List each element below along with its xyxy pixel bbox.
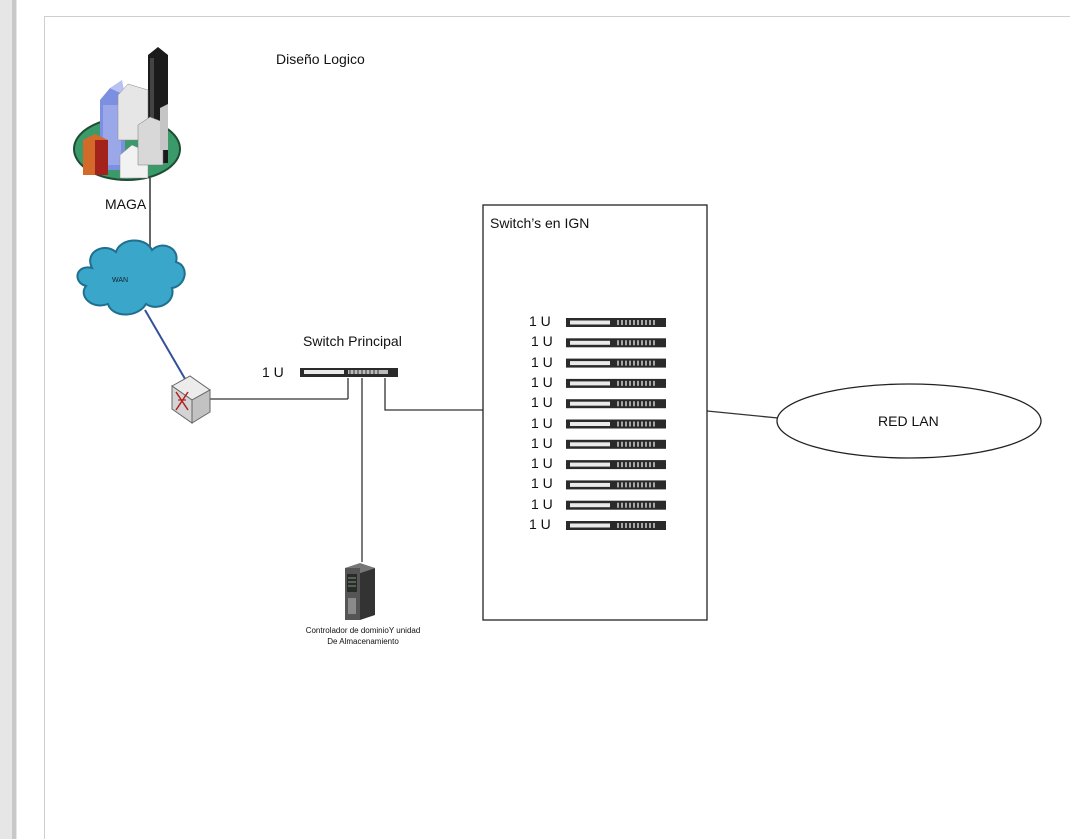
ign-switch-ports xyxy=(617,320,655,325)
maga-building-icon xyxy=(73,47,181,181)
controller-label-line1: Controlador de dominioY unidad xyxy=(305,626,421,635)
switch-principal-label: Switch Principal xyxy=(303,333,402,349)
ign-switch-unit-label: 1 U xyxy=(531,414,553,431)
ign-switch-unit xyxy=(566,480,666,490)
ign-switch-unit-label: 1 U xyxy=(531,394,553,411)
ign-switch-panel xyxy=(570,462,610,467)
ign-switch-panel xyxy=(570,503,610,508)
ign-switch-unit xyxy=(566,521,666,530)
ign-switch-unit-label: 1 U xyxy=(529,516,551,532)
ign-switch-ports xyxy=(617,380,655,386)
ign-to-lan-line xyxy=(706,410,779,419)
wan-label: WAN xyxy=(112,277,129,284)
ign-switch-unit xyxy=(566,500,666,510)
ign-switch-unit xyxy=(566,419,666,429)
ign-switch-unit xyxy=(566,460,666,470)
ign-switch-ports xyxy=(617,401,655,407)
red-lan-ellipse xyxy=(776,383,1042,459)
left-scroll-gutter xyxy=(0,0,17,839)
ign-switch-unit-label: 1 U xyxy=(531,495,553,512)
ign-switch-unit xyxy=(566,439,666,449)
switch-to-ign-line xyxy=(384,378,483,411)
ign-switch-panel xyxy=(570,401,610,406)
switch-principal-unit-label: 1 U xyxy=(262,364,284,380)
gutter-edge xyxy=(12,0,16,839)
ign-switch-ports xyxy=(617,523,655,528)
ign-switch-panel xyxy=(570,482,610,487)
red-lan-label: RED LAN xyxy=(878,413,939,429)
maga-label: MAGA xyxy=(105,196,147,212)
wan-to-router-line xyxy=(144,309,189,385)
controller-label: Controlador de dominioY unidad De Almace… xyxy=(278,625,448,647)
ign-switch-ports xyxy=(617,360,655,366)
ign-switch-unit-label: 1 U xyxy=(531,455,553,472)
ign-switch-panel xyxy=(570,361,610,366)
ign-switch-panel xyxy=(570,523,610,528)
ign-switch-panel xyxy=(570,381,610,386)
diagram-title: Diseño Logico xyxy=(276,51,365,67)
ign-switch-ports xyxy=(617,421,655,427)
ign-switch-unit xyxy=(566,318,666,327)
ign-switch-stack xyxy=(566,318,666,530)
ign-switch-unit-label: 1 U xyxy=(531,475,553,492)
ign-switch-ports xyxy=(617,502,655,508)
controller-label-line2: De Almacenamiento xyxy=(327,637,399,646)
ign-switch-ports xyxy=(617,441,655,447)
ign-box-title: Switch’s en IGN xyxy=(490,215,590,231)
ign-switch-unit xyxy=(566,399,666,409)
ign-switch-unit-label: 1 U xyxy=(531,373,553,390)
router-icon xyxy=(171,375,211,424)
ign-switch-unit xyxy=(566,358,666,368)
ign-switch-unit-label: 1 U xyxy=(531,434,553,451)
wan-cloud-icon xyxy=(76,239,186,316)
main-switch-icon xyxy=(300,368,398,377)
domain-controller-server-icon xyxy=(345,563,375,620)
ign-switch-unit-label: 1 U xyxy=(531,333,553,350)
ign-switch-box xyxy=(482,204,708,621)
ign-switch-ports xyxy=(617,462,655,468)
ign-switch-unit-label: 1 U xyxy=(529,313,551,329)
ign-switch-ports xyxy=(617,482,655,488)
ign-switch-unit-label: 1 U xyxy=(531,353,553,370)
ign-switch-panel xyxy=(570,422,610,426)
ign-switch-unit xyxy=(566,338,666,348)
ign-switch-panel xyxy=(570,442,610,447)
ign-switch-panel xyxy=(570,340,610,345)
ign-switch-panel xyxy=(570,320,610,325)
ign-switch-unit xyxy=(566,378,666,388)
ign-switch-ports xyxy=(617,340,655,346)
